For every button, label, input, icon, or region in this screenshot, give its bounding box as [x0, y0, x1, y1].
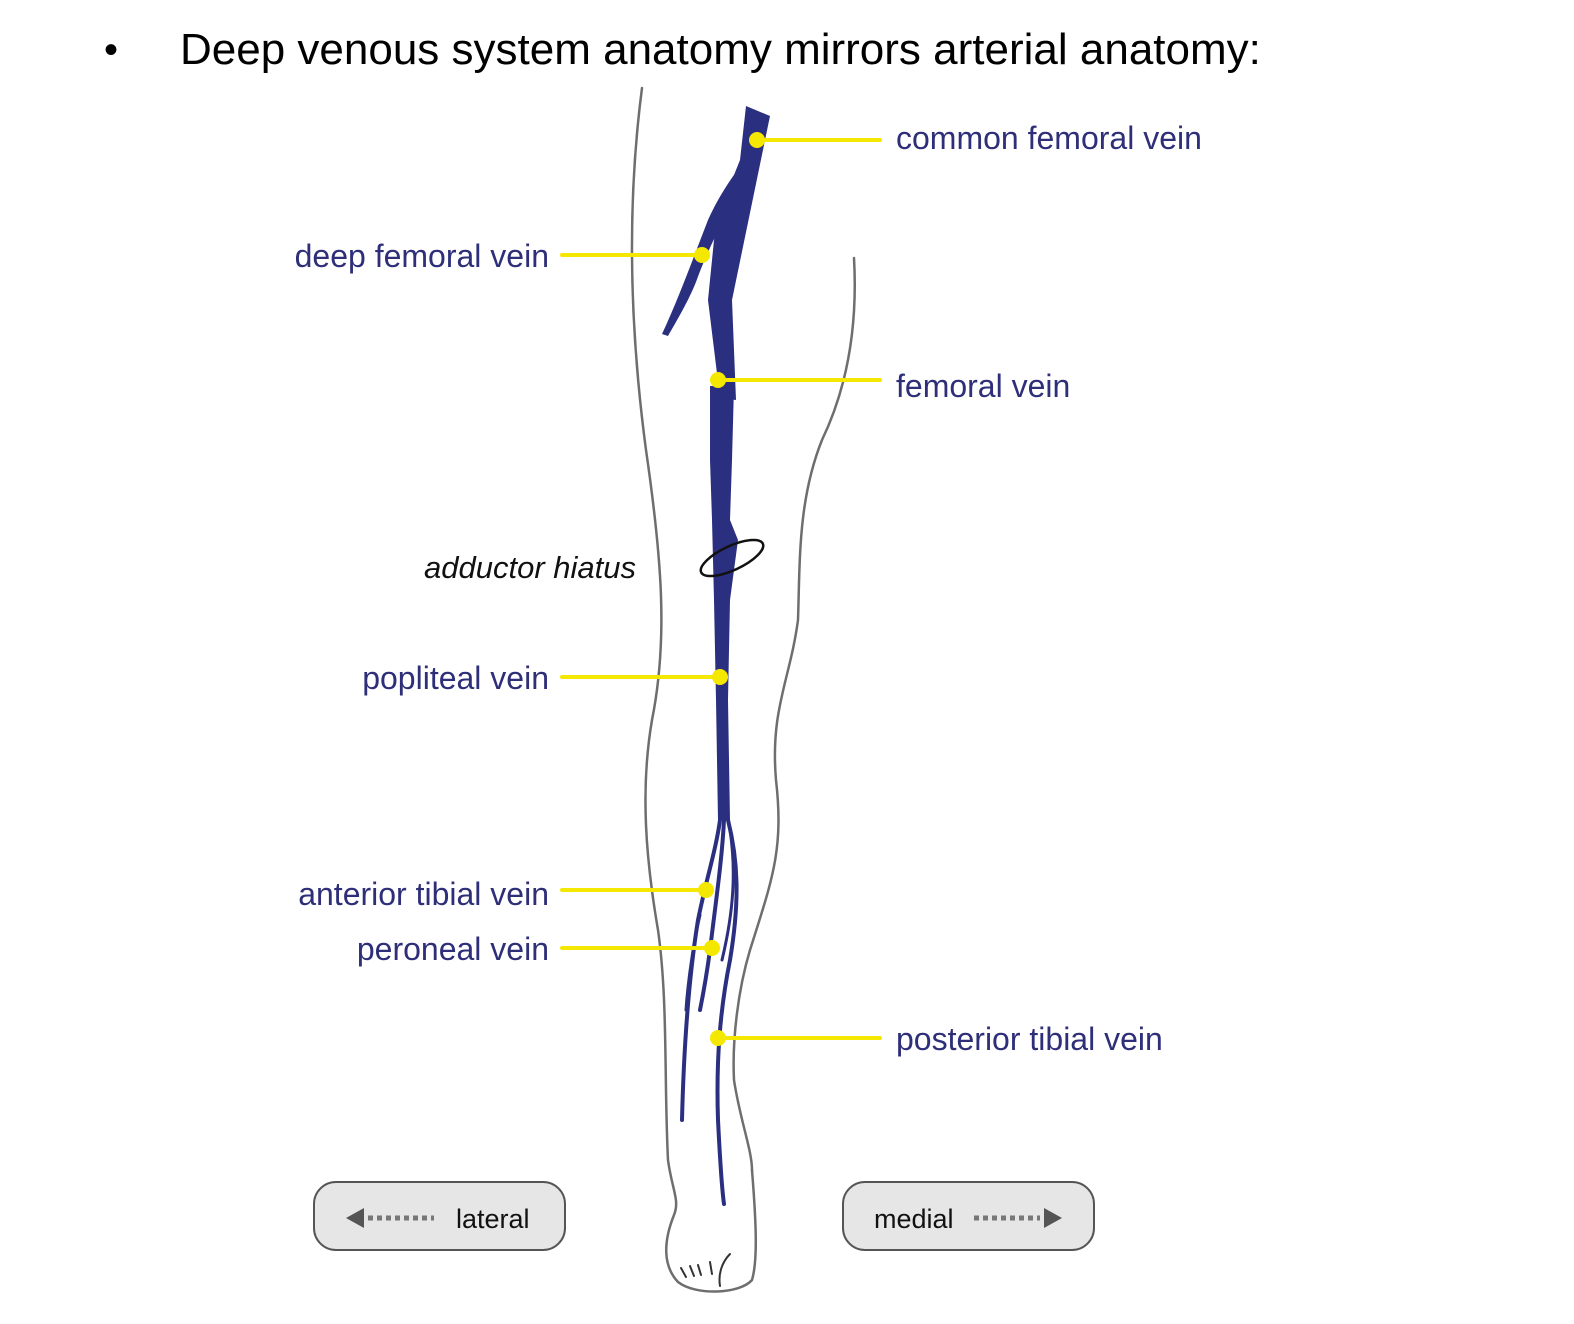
toe-creases: [680, 1253, 731, 1287]
leg-lateral-contour: [630, 86, 758, 1293]
leader-lines: [560, 138, 882, 1040]
medial-direction-indicator: medial: [842, 1181, 1095, 1251]
leader-dots: [694, 132, 765, 1046]
slide-bullet-point: • Deep venous system anatomy mirrors art…: [104, 18, 1261, 82]
label-peroneal-vein: peroneal vein: [357, 931, 549, 967]
label-deep-femoral-vein: deep femoral vein: [295, 238, 549, 274]
dot-popliteal: [712, 669, 728, 685]
posterior-tibial-vein-branch: [720, 828, 735, 962]
label-common-femoral-vein: common femoral vein: [896, 120, 1202, 156]
anterior-tibial-vein-branch: [684, 913, 702, 1012]
common-femoral-vein-shape: [708, 106, 770, 400]
medial-box: [842, 1181, 1095, 1251]
femoral-vein-shape: [710, 386, 738, 820]
dot-peroneal: [704, 940, 720, 956]
leg-medial-contour: [732, 256, 856, 1172]
leg-outline: [630, 86, 856, 1293]
slide-heading: Deep venous system anatomy mirrors arter…: [180, 25, 1261, 74]
adductor-hiatus-ring: [699, 538, 765, 578]
lateral-direction-indicator: lateral: [313, 1181, 566, 1251]
posterior-tibial-vein-shape: [715, 818, 739, 1206]
dot-posterior-tibial: [710, 1030, 726, 1046]
anterior-tibial-vein-shape: [680, 818, 722, 1122]
label-adductor-hiatus: adductor hiatus: [424, 550, 636, 585]
dot-deep-femoral: [694, 247, 710, 263]
medial-label: medial: [874, 1204, 954, 1234]
label-posterior-tibial-vein: posterior tibial vein: [896, 1021, 1163, 1057]
left-arrow-icon: [346, 1208, 364, 1228]
dot-anterior-tibial: [698, 882, 714, 898]
dot-common-femoral: [749, 132, 765, 148]
label-anterior-tibial-vein: anterior tibial vein: [298, 876, 549, 912]
dot-femoral: [710, 372, 726, 388]
bullet-marker: •: [104, 27, 119, 72]
lateral-box: [313, 1181, 566, 1251]
label-femoral-vein: femoral vein: [896, 368, 1070, 404]
label-popliteal-vein: popliteal vein: [362, 660, 549, 696]
peroneal-vein-shape: [698, 818, 726, 1012]
right-arrow-icon: [1044, 1208, 1062, 1228]
lateral-label: lateral: [456, 1204, 530, 1234]
